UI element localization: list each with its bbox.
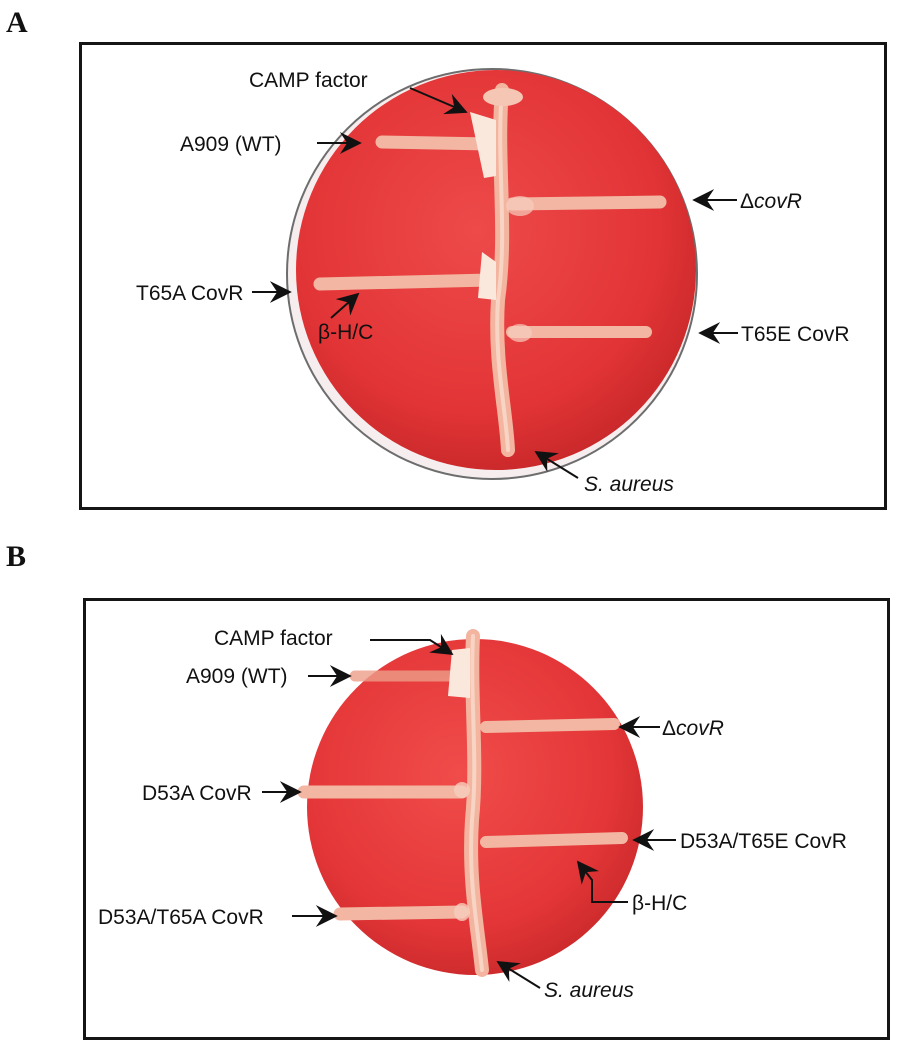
- panel-a-t65a-label: T65A CovR: [136, 282, 244, 305]
- panel-a-saureus-label: S. aureus: [584, 474, 674, 495]
- panel-b-covr-prefix: Δ: [662, 717, 677, 740]
- panel-b-saureus-label: S. aureus: [544, 980, 634, 1001]
- panel-a-covr-prefix: Δ: [740, 190, 755, 213]
- panel-a-frame: [79, 42, 887, 510]
- panel-b-camp-factor-label: CAMP factor: [214, 627, 333, 650]
- panel-a-wt-label: A909 (WT): [180, 133, 282, 156]
- panel-a-letter: A: [6, 6, 28, 39]
- panel-a-arrows: [252, 87, 738, 479]
- panel-b-wt-label: A909 (WT): [186, 665, 288, 688]
- panel-b-saureus-text: S. aureus: [544, 979, 634, 1002]
- panel-a-bhc-label: β-H/C: [318, 321, 374, 344]
- panel-a-covr-label: ΔcovR: [740, 191, 802, 212]
- panel-a-camp-factor-label: CAMP factor: [249, 69, 368, 92]
- panel-a-saureus-text: S. aureus: [584, 473, 674, 496]
- panel-b-covr-gene: covR: [676, 717, 724, 740]
- panel-b-d53a-label: D53A CovR: [142, 782, 252, 805]
- panel-b-arrows: [262, 633, 676, 989]
- panel-b-letter: B: [6, 540, 27, 573]
- panel-a-covr-gene: covR: [754, 190, 802, 213]
- panel-a-t65e-label: T65E CovR: [741, 323, 850, 346]
- panel-b-d53a-t65a-label: D53A/T65A CovR: [98, 906, 264, 929]
- panel-b-covr-label: ΔcovR: [662, 718, 724, 739]
- panel-b-d53a-t65e-label: D53A/T65E CovR: [680, 830, 847, 853]
- panel-b-bhc-label: β-H/C: [632, 892, 688, 915]
- panel-b-frame: [83, 598, 890, 1040]
- petri-dish-a: [286, 68, 698, 480]
- petri-dish-b: [297, 629, 643, 977]
